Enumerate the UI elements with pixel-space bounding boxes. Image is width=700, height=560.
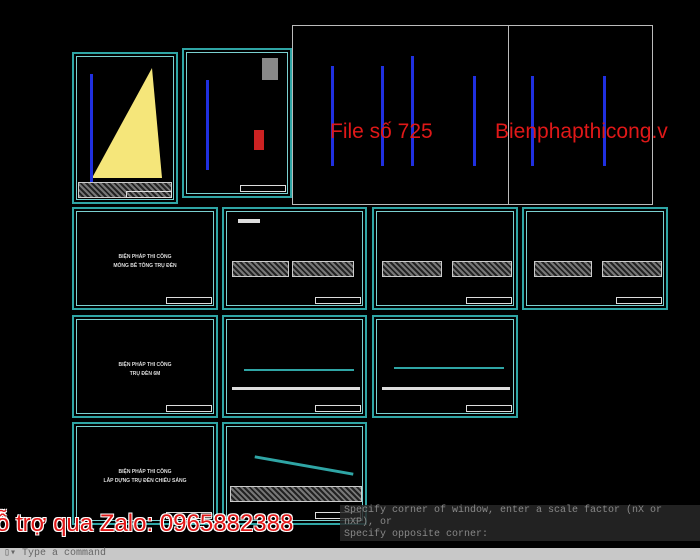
title-block	[166, 297, 212, 304]
pole-tilted	[254, 455, 354, 476]
light-cone	[92, 68, 162, 178]
sheet-title-line1: BIỆN PHÁP THI CÔNG	[118, 468, 172, 475]
ground-hatch	[78, 182, 172, 198]
label	[238, 219, 260, 223]
pole-2	[381, 66, 384, 166]
ground-hatch	[292, 261, 354, 277]
sheet-title-line2: TRỤ ĐÈN 6M	[129, 370, 161, 377]
pole-3	[411, 56, 414, 166]
command-history-line: Specify corner of window, enter a scale …	[344, 505, 663, 528]
ground-hatch	[382, 261, 442, 277]
sheet-title-line1: BIỆN PHÁP THI CÔNG	[118, 361, 172, 368]
pole-4	[473, 76, 476, 166]
command-placeholder: Type a command	[22, 548, 107, 559]
red-detail	[254, 130, 264, 150]
sheet-foundation-step-1[interactable]	[222, 207, 367, 310]
sheet-pole-6m-step-2[interactable]	[372, 315, 518, 418]
title-block	[126, 191, 172, 198]
sheet-title-line2: MÓNG BÊ TÔNG TRỤ ĐÈN	[113, 262, 177, 269]
ground-hatch	[452, 261, 512, 277]
title-block	[616, 297, 662, 304]
ground-line	[232, 387, 360, 390]
title-block	[315, 297, 361, 304]
sheet-erection-title[interactable]: BIỆN PHÁP THI CÔNG LẮP DỰNG TRỤ ĐÈN CHIẾU…	[72, 422, 218, 525]
sheet-title-line1: BIỆN PHÁP THI CÔNG	[118, 253, 172, 260]
street-pole	[90, 74, 93, 184]
sheet-foundation-step-3[interactable]	[522, 207, 668, 310]
pole-detail	[206, 80, 209, 170]
divider	[508, 26, 509, 204]
title-block	[166, 405, 212, 412]
title-block	[466, 405, 512, 412]
pole-lying	[394, 367, 504, 369]
watermark-site: Bienphapthicong.v	[495, 120, 668, 143]
pole-5	[531, 76, 534, 166]
sheet-title-line2: LẮP DỰNG TRỤ ĐÈN CHIẾU SÁNG	[103, 477, 187, 484]
sheet-foundation-title[interactable]: BIỆN PHÁP THI CÔNG MÓNG BÊ TÔNG TRỤ ĐÈN	[72, 207, 218, 310]
watermark-file: File số 725	[330, 120, 433, 143]
sheet-pole-6m-step-1[interactable]	[222, 315, 367, 418]
pole-6	[603, 76, 606, 166]
sheet-lighting-elevation[interactable]	[72, 52, 178, 204]
ground-line	[382, 387, 510, 390]
title-block	[240, 185, 286, 192]
ground-hatch	[602, 261, 662, 277]
command-history-line: Specify opposite corner:	[344, 529, 489, 540]
command-input[interactable]: ▯▾ Type a command	[0, 548, 700, 560]
title-block	[315, 405, 361, 412]
ground-hatch	[534, 261, 592, 277]
pole-lying	[244, 369, 354, 371]
command-history: Specify corner of window, enter a scale …	[340, 505, 700, 541]
command-icon: ▯▾	[4, 548, 23, 559]
ground-hatch	[230, 486, 362, 502]
title-block	[466, 297, 512, 304]
fixture-detail	[262, 58, 278, 80]
pole-elevations-layout[interactable]	[292, 25, 653, 205]
ground-hatch	[232, 261, 289, 277]
watermark-zalo: ỗ trợ qua Zalo: 0965882388	[0, 510, 294, 537]
pole-1	[331, 66, 334, 166]
sheet-foundation-step-2[interactable]	[372, 207, 518, 310]
sheet-pole-6m-title[interactable]: BIỆN PHÁP THI CÔNG TRỤ ĐÈN 6M	[72, 315, 218, 418]
sheet-pole-details[interactable]	[182, 48, 292, 198]
